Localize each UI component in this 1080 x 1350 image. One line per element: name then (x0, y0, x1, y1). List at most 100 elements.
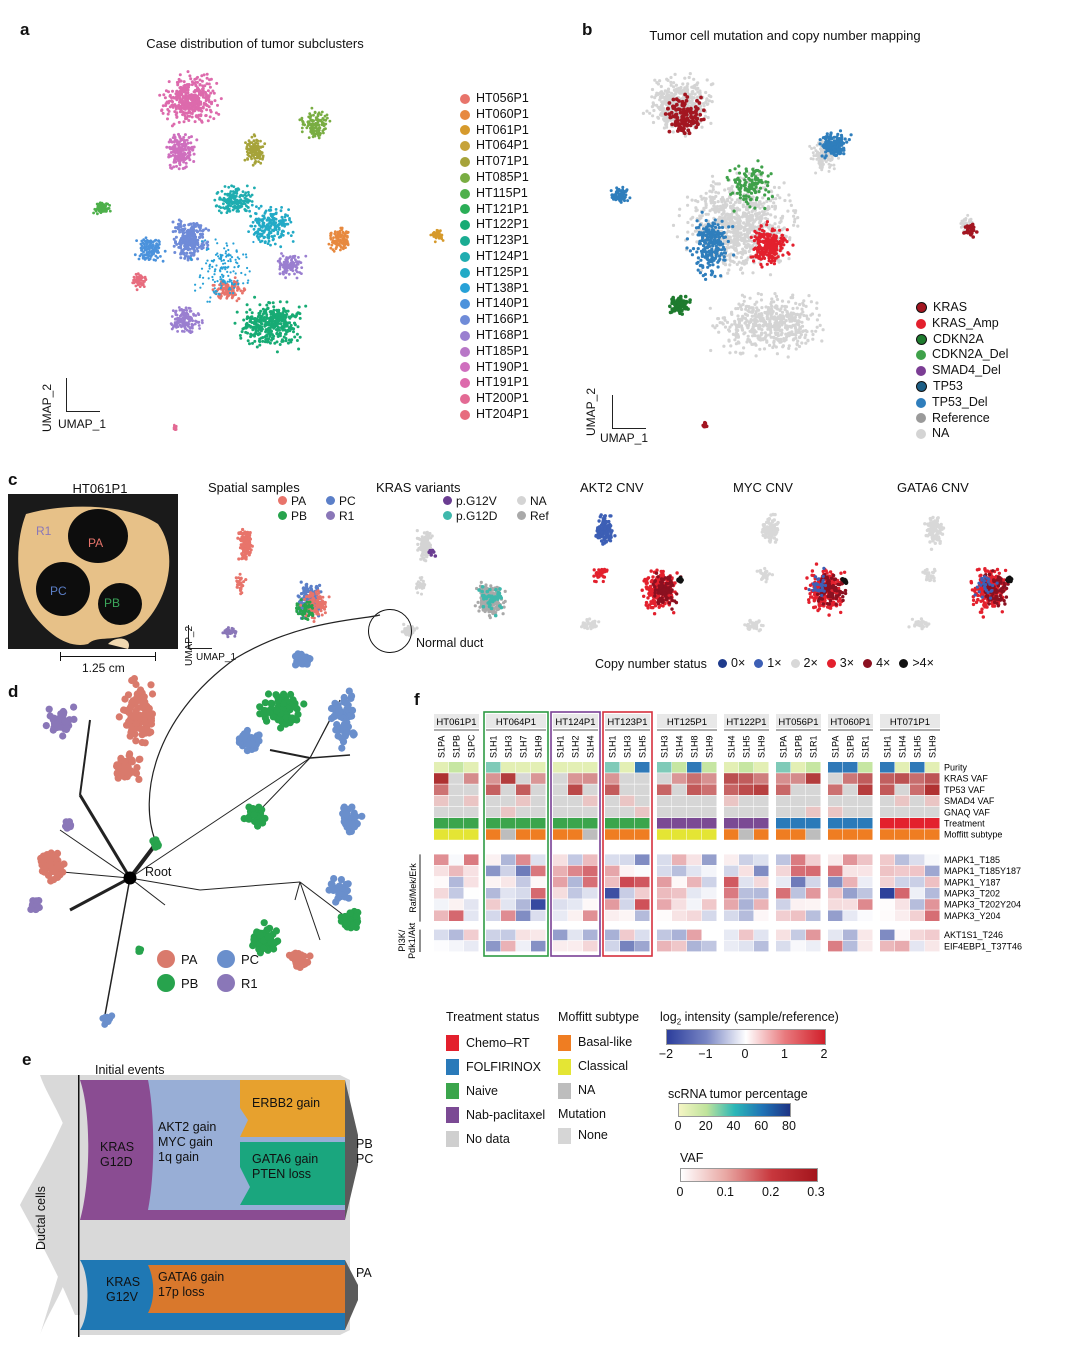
ductal-cells-label: Ductal cells (34, 1186, 48, 1250)
protein-row-label: MAPK3_T202Y204 (944, 900, 1021, 910)
case-header-label: HT056P1 (778, 717, 818, 728)
case-header-bg (776, 714, 821, 728)
cnv3-top (923, 515, 946, 551)
spatial-legend-swatch (326, 511, 335, 520)
clone-gata6-17p (148, 1265, 345, 1313)
sample-label: S1H3 (623, 735, 633, 758)
panel-b-legend-label: Reference (932, 410, 990, 425)
mutation-title: Mutation (558, 1107, 606, 1121)
panel-a-legend-item: HT121P1 (460, 202, 529, 218)
kras-na-left (414, 576, 427, 596)
case-header-bg (657, 714, 717, 728)
case-header-bg (828, 714, 873, 728)
protein-row-label: MAPK1_Y187 (944, 877, 1001, 887)
panel-b-umap (609, 72, 979, 429)
copy-status-swatch (899, 658, 909, 668)
annotation-row-label: Purity (944, 763, 968, 773)
log2-title-post: intensity (sample/reference) (681, 1010, 839, 1024)
case-header-bg (605, 714, 650, 728)
b-cdkn2a (668, 294, 692, 316)
cluster-cyan (247, 203, 295, 249)
copy-status-swatch (790, 658, 800, 668)
spatial-r1 (221, 626, 238, 639)
normal-duct-label: Normal duct (416, 636, 484, 650)
panel-a-legend-swatch (460, 125, 470, 136)
treatment-legend-item: FOLFIRINOX (446, 1055, 545, 1079)
panel-a-legend-item: HT085P1 (460, 170, 529, 186)
panel-b-legend-item: KRAS (916, 300, 1008, 316)
panel-a-legend-swatch (460, 362, 470, 373)
copy-status-label: >4× (912, 656, 934, 670)
panel-a-legend-label: HT085P1 (476, 169, 529, 184)
panel-b-legend-item: NA (916, 426, 1008, 442)
treatment-legend-label: Chemo–RT (466, 1036, 530, 1050)
cluster-olive (243, 133, 267, 167)
panel-a-legend-swatch (460, 220, 470, 231)
tree-pb-top (256, 690, 308, 732)
moffitt-legend-swatch (558, 1083, 571, 1099)
colorbar-tick-label: −1 (698, 1047, 713, 1061)
sample-label: S1H9 (705, 735, 715, 758)
panel-b-label: b (582, 20, 593, 39)
panel-a-legend-swatch (460, 204, 470, 215)
panel-a-axis-y-line (66, 378, 67, 412)
kras-legend-label: NA (530, 493, 547, 508)
panel-b-legend-label: CDKN2A_Del (932, 347, 1009, 362)
panel-d-legend-swatch (157, 974, 175, 992)
photo-label-pb: PB (104, 596, 121, 610)
panel-a-legend-item: HT190P1 (460, 360, 529, 376)
spatial-legend-swatch (278, 496, 287, 505)
panel-a-legend-swatch (460, 315, 470, 326)
cnv3-mid (921, 567, 937, 583)
kras-legend-item: Ref (517, 508, 567, 523)
annotation-row-label: TP53 VAF (944, 785, 985, 795)
panel-c-axis-y-line (188, 625, 189, 649)
kras-title: KRAS variants (376, 480, 461, 495)
panel-d-legend-label: R1 (241, 975, 258, 991)
panel-a-legend-item: HT138P1 (460, 281, 529, 297)
annotation-row-label: Moffitt subtype (944, 830, 1002, 840)
cluster-purple-mid (276, 252, 308, 280)
root-label: Root (145, 865, 172, 879)
panel-b-legend-label: KRAS (933, 300, 968, 314)
panel-c-label: c (8, 470, 18, 489)
cnv1-top (594, 513, 617, 546)
copy-status-label: 2× (803, 656, 818, 670)
mutation-legend-item: None (558, 1127, 608, 1145)
block-gata6-17p: GATA6 gain 17p loss (158, 1270, 225, 1299)
case-header-label: HT064P1 (496, 717, 536, 728)
sample-label: S1H3 (504, 735, 514, 758)
panel-b-legend-label: SMAD4_Del (932, 363, 1001, 378)
panel-a-legend-label: HT121P1 (476, 201, 529, 216)
treatment-legend-item: Chemo–RT (446, 1031, 545, 1055)
copy-status-swatch (718, 658, 727, 668)
panel-b-legend-swatch (916, 318, 926, 329)
spatial-legend-label: PA (291, 493, 307, 508)
sample-label: S1H5 (913, 735, 923, 758)
b-cdkn2a-del (725, 159, 774, 213)
copy-status-item: 2× (790, 656, 818, 670)
kras-legend-swatch (443, 496, 452, 505)
mutation-legend-label: None (578, 1128, 608, 1143)
treatment-legend-swatch (446, 1035, 459, 1051)
colorbar-tick-label: 1 (781, 1047, 788, 1061)
case-header-label: HT123P1 (607, 717, 647, 728)
tree-r1-left (27, 897, 43, 914)
cnv1-main-dark (651, 571, 683, 611)
tree-pc-bottom (99, 1012, 116, 1028)
cluster-purple-low (169, 306, 204, 334)
panel-b-legend-item: CDKN2A_Del (916, 347, 1008, 363)
sample-label: S1PB (846, 735, 856, 758)
spatial-legend-item: PB (278, 508, 326, 523)
treatment-legend-item: No data (446, 1127, 545, 1151)
moffitt-legend-swatch (558, 1059, 571, 1075)
cluster-mixed (189, 238, 255, 303)
kras-umap (400, 529, 507, 637)
b-grey-bottom (708, 292, 825, 359)
fishplot-axis-line (78, 1075, 80, 1337)
moffitt-legend-swatch (558, 1035, 571, 1051)
spatial-legend-swatch (326, 496, 335, 505)
